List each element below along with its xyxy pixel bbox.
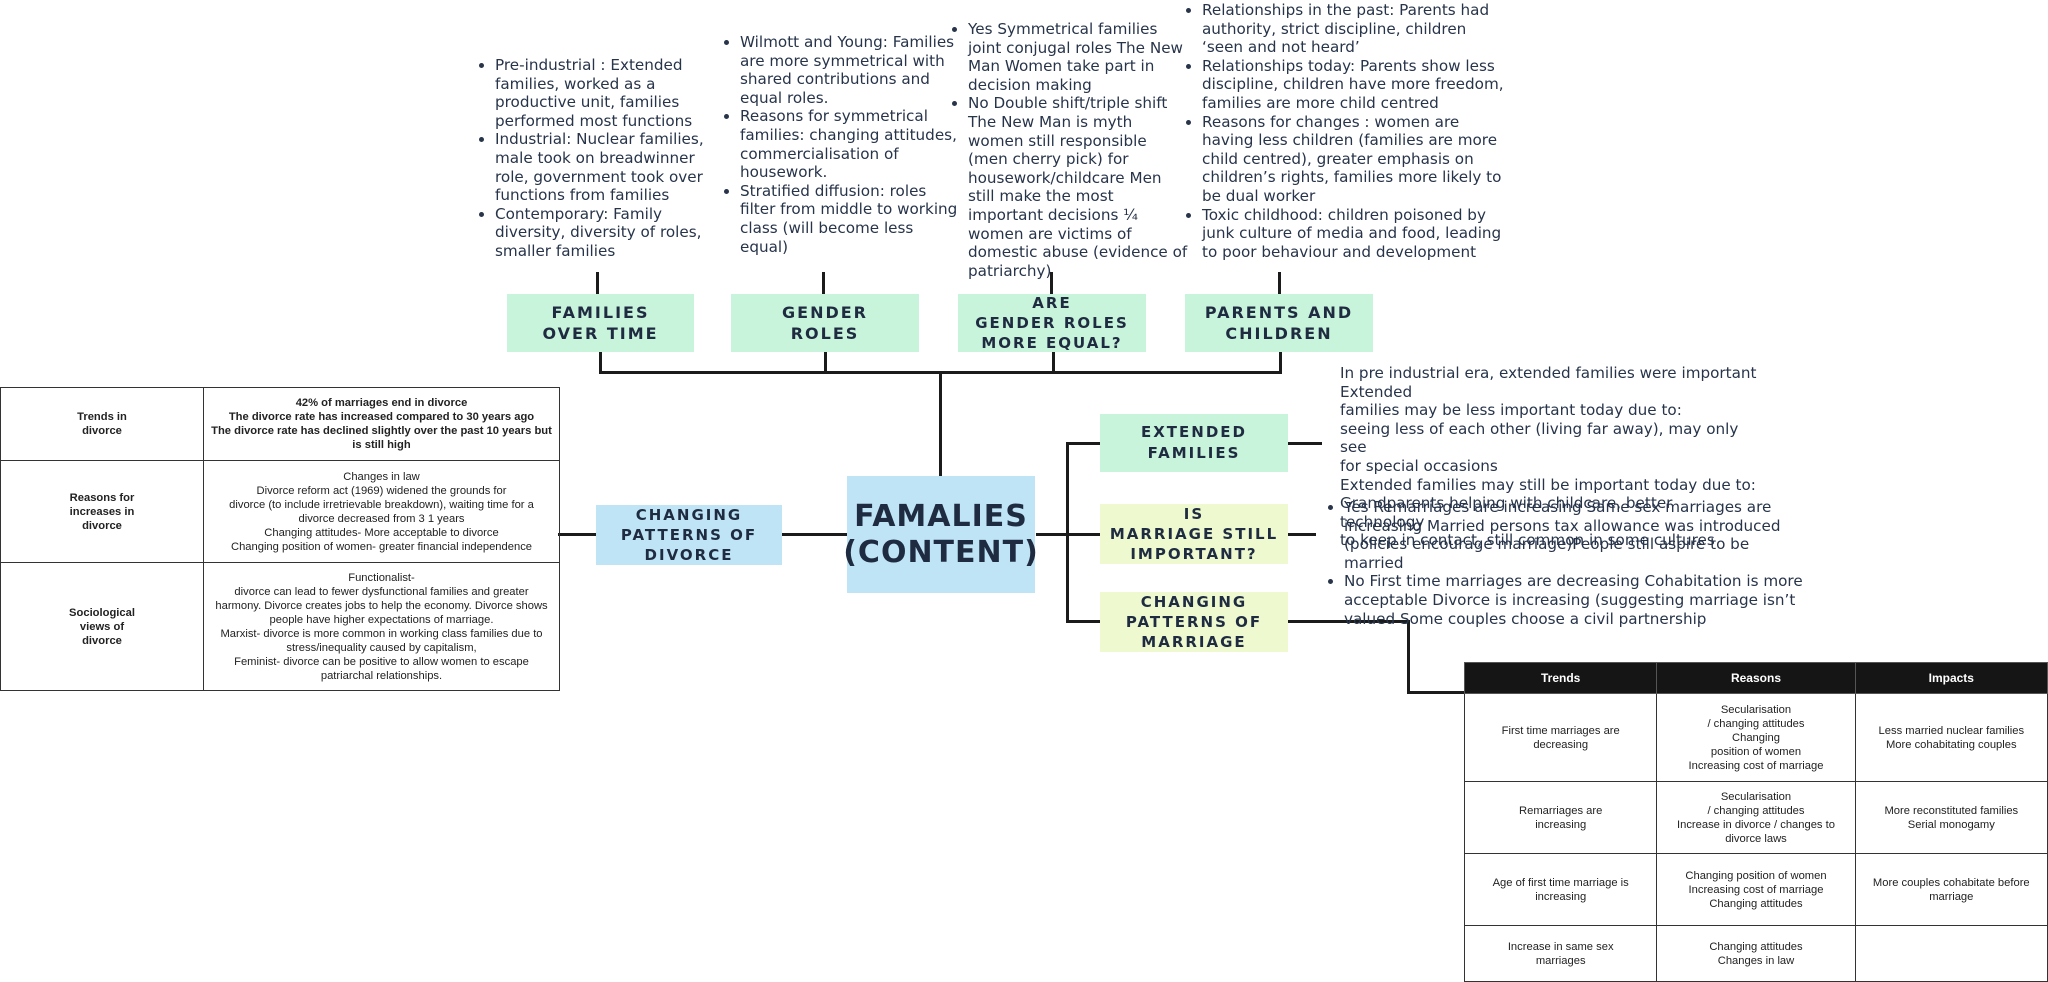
table-row-value: 42% of marriages end in divorce The divo…: [203, 387, 560, 461]
connector-line: [824, 352, 827, 373]
note-item: Toxic childhood: children poisoned by ju…: [1202, 206, 1512, 262]
table-cell: Changing attitudes Changes in law: [1656, 925, 1856, 982]
table-cell: Remarriages are increasing: [1463, 781, 1658, 854]
notes-gender-roles-equal: Yes Symmetrical families joint conjugal …: [946, 20, 1188, 280]
note-item: Reasons for changes : women are having l…: [1202, 113, 1512, 206]
note-item: Pre-industrial : Extended families, work…: [495, 56, 705, 130]
note-item: Reasons for symmetrical families: changi…: [740, 107, 958, 181]
connector-line: [939, 372, 942, 476]
note-item: No First time marriages are decreasing C…: [1344, 572, 1812, 628]
table-row: Age of first time marriage is increasing…: [1463, 853, 2048, 926]
note-item: Yes Symmetrical families joint conjugal …: [968, 20, 1188, 94]
connector-line: [822, 272, 825, 294]
table-cell: First time marriages are decreasing: [1463, 693, 1658, 782]
note-item: Wilmott and Young: Families are more sym…: [740, 33, 958, 107]
notes-is-marriage-still-important: Yes Remarriages are increasing Same sex …: [1322, 498, 1812, 628]
connector-line: [1407, 691, 1465, 694]
connector-line: [1278, 272, 1281, 294]
column-header: Reasons: [1656, 662, 1856, 694]
node-changing-patterns-of-divorce: CHANGING PATTERNS OF DIVORCE: [596, 505, 782, 565]
column-header: Trends: [1463, 662, 1658, 694]
note-item: Yes Remarriages are increasing Same sex …: [1344, 498, 1812, 572]
table-row-key: Trends in divorce: [0, 387, 204, 461]
connector-line: [1288, 533, 1316, 536]
connector-line: [599, 371, 1282, 374]
node-changing-patterns-of-marriage: CHANGING PATTERNS OF MARRIAGE: [1100, 592, 1288, 652]
note-item: Industrial: Nuclear families, male took …: [495, 130, 705, 204]
table-cell: Increase in same sex marriages: [1463, 925, 1658, 982]
table-cell: Less married nuclear families More cohab…: [1854, 693, 2048, 782]
note-item: Stratified diffusion: roles filter from …: [740, 182, 958, 256]
connector-line: [1288, 620, 1410, 623]
note-line: to keep in contact, still common in some…: [1340, 531, 1715, 550]
connector-line: [1279, 352, 1282, 373]
table-cell: More couples cohabitate before marriage: [1854, 853, 2048, 926]
table-row: Sociological views of divorce Functional…: [0, 562, 560, 691]
table-cell: More reconstituted families Serial monog…: [1854, 781, 2048, 854]
column-header: Impacts: [1854, 662, 2048, 694]
note-line: Grandparents helping with childcare, bet…: [1340, 494, 1673, 531]
node-families-over-time: FAMILIES OVER TIME: [507, 294, 694, 352]
table-cell: [1854, 925, 2048, 982]
table-row-value: Functionalist- divorce can lead to fewer…: [203, 562, 560, 691]
note-line: for special occasions: [1340, 456, 1498, 475]
notes-extended-families: In pre industrial era, extended families…: [1340, 364, 1760, 550]
node-gender-roles: GENDER ROLES: [731, 294, 919, 352]
note-line: In pre industrial era, extended families…: [1340, 364, 1757, 401]
table-row: Increase in same sex marriages Changing …: [1463, 925, 2048, 982]
note-item: Relationships in the past: Parents had a…: [1202, 1, 1512, 57]
connector-line: [599, 352, 602, 373]
marriage-patterns-table: Trends Reasons Impacts First time marria…: [1463, 662, 2048, 982]
table-cell: Secularisation / changing attitudes Incr…: [1656, 781, 1856, 854]
note-line: Extended families may still be important…: [1340, 475, 1756, 494]
table-header-row: Trends Reasons Impacts: [1463, 662, 2048, 694]
connector-line: [596, 272, 599, 294]
table-row-key: Sociological views of divorce: [0, 562, 204, 691]
note-item: Relationships today: Parents show less d…: [1202, 57, 1512, 113]
connector-line: [781, 533, 847, 536]
connector-line: [1288, 442, 1322, 445]
table-row: Trends in divorce 42% of marriages end i…: [0, 387, 560, 461]
connector-line: [1066, 533, 1101, 536]
note-line: seeing less of each other (living far aw…: [1340, 419, 1739, 457]
divorce-table: Trends in divorce 42% of marriages end i…: [0, 387, 560, 691]
table-row-key: Reasons for increases in divorce: [0, 460, 204, 563]
notes-parents-and-children: Relationships in the past: Parents had a…: [1180, 1, 1512, 261]
note-item: Contemporary: Family diversity, diversit…: [495, 205, 705, 261]
connector-line: [1052, 352, 1055, 373]
connector-line: [1066, 442, 1101, 445]
note-item: No Double shift/triple shift The New Man…: [968, 94, 1188, 280]
table-cell: Secularisation / changing attitudes Chan…: [1656, 693, 1856, 782]
table-row-value: Changes in law Divorce reform act (1969)…: [203, 460, 560, 563]
node-gender-roles-equal: ARE GENDER ROLES MORE EQUAL?: [958, 294, 1146, 352]
table-cell: Changing position of women Increasing co…: [1656, 853, 1856, 926]
connector-line: [1407, 620, 1410, 693]
notes-gender-roles: Wilmott and Young: Families are more sym…: [718, 33, 958, 256]
node-parents-and-children: PARENTS AND CHILDREN: [1185, 294, 1373, 352]
table-row: First time marriages are decreasing Secu…: [1463, 693, 2048, 782]
connector-line: [1066, 620, 1101, 623]
note-line: families may be less important today due…: [1340, 401, 1682, 420]
connector-line: [558, 533, 596, 536]
node-extended-families: EXTENDED FAMILIES: [1100, 414, 1288, 472]
node-is-marriage-still-important: IS MARRIAGE STILL IMPORTANT?: [1100, 504, 1288, 564]
connector-line: [1066, 442, 1069, 622]
table-row: Reasons for increases in divorce Changes…: [0, 460, 560, 563]
connector-line: [1050, 272, 1053, 294]
connector-line: [1036, 533, 1067, 536]
table-cell: Age of first time marriage is increasing: [1463, 853, 1658, 926]
central-node: FAMALIES (CONTENT): [843, 476, 1038, 593]
notes-families-over-time: Pre-industrial : Extended families, work…: [473, 56, 705, 261]
table-row: Remarriages are increasing Secularisatio…: [1463, 781, 2048, 854]
